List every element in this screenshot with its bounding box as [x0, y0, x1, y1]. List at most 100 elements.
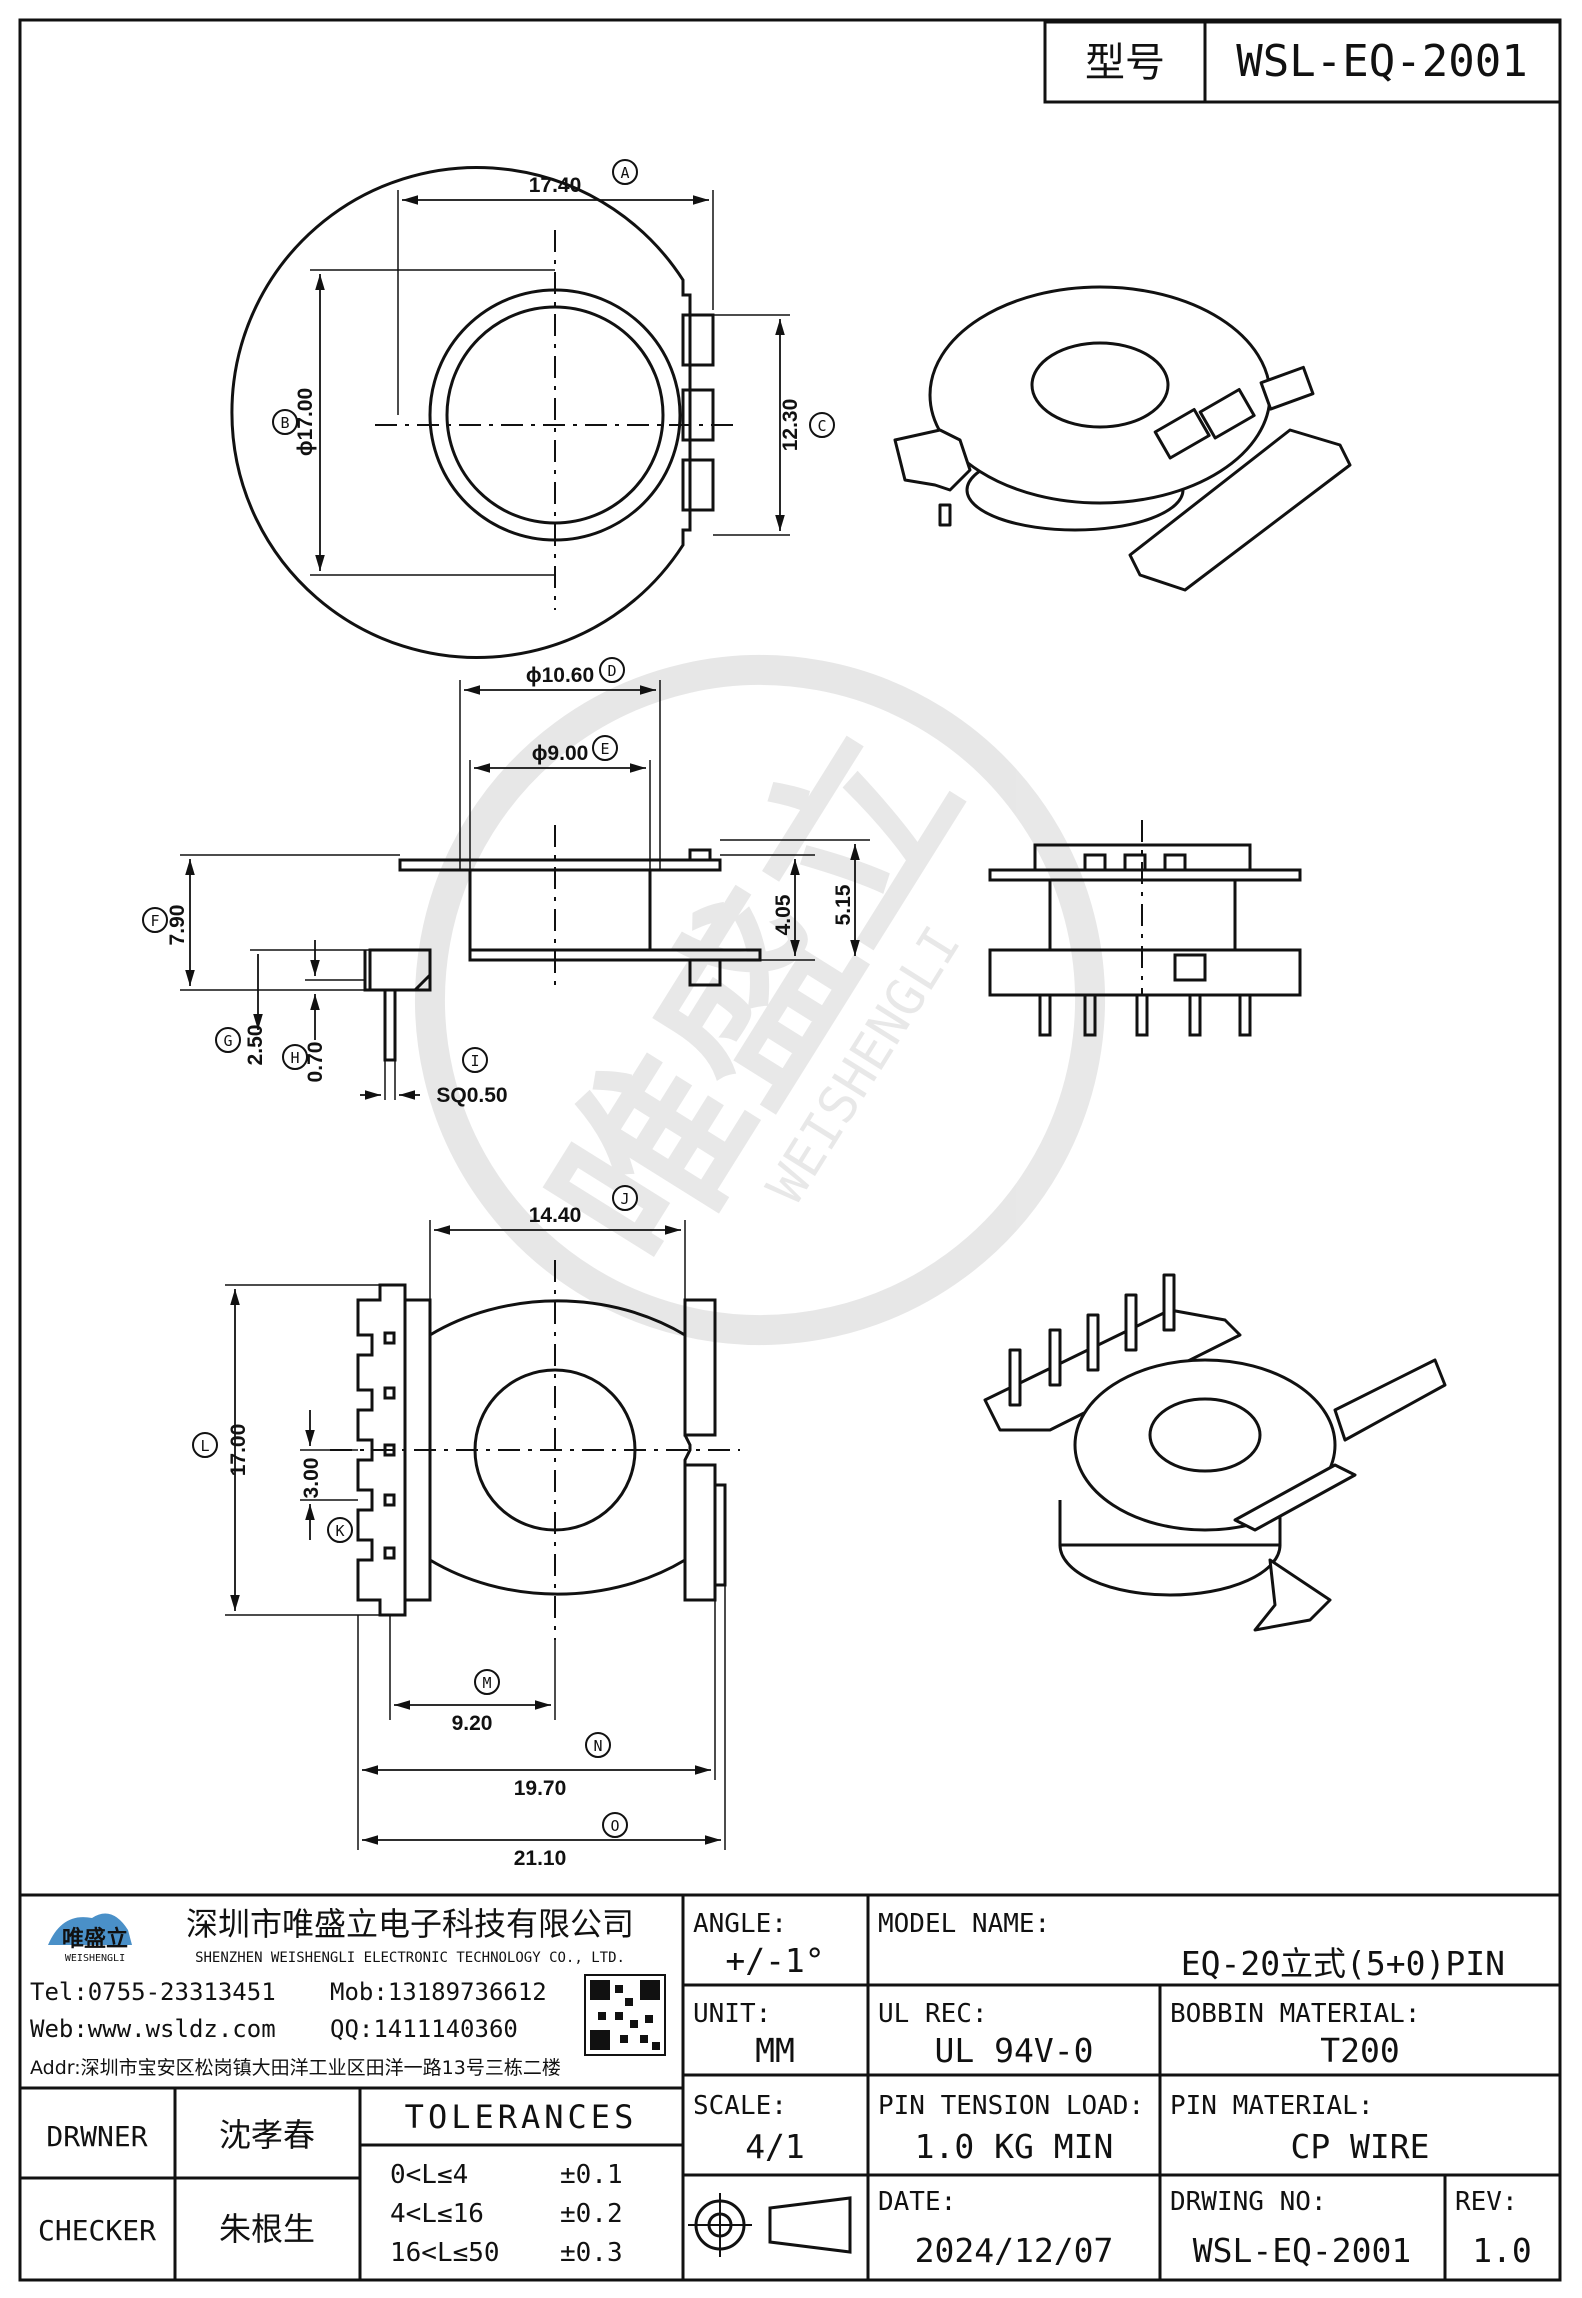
- title-block: 唯盛立 WEISHENGLI 深圳市唯盛立电子科技有限公司 SHENZHEN W…: [20, 1893, 1560, 2280]
- dim-N-value: 19.70: [514, 1777, 567, 1800]
- qr-code: [584, 1974, 666, 2056]
- marker-C: C: [809, 412, 835, 438]
- company-logo: 唯盛立 WEISHENGLI: [48, 1913, 132, 1964]
- drawer-name: 沈孝春: [219, 2116, 315, 2154]
- bottom-view: [225, 1220, 740, 1850]
- marker-J: J: [612, 1185, 638, 1211]
- checker-name: 朱根生: [219, 2210, 315, 2248]
- dim-K-value: 3.00: [300, 1458, 323, 1499]
- header-box: 型号 WSL-EQ-2001: [1043, 20, 1562, 104]
- dim-G-value: 2.50: [244, 1025, 267, 1066]
- logo-text: 唯盛立: [62, 1926, 128, 1952]
- company-qq: QQ:1411140360: [330, 2015, 518, 2043]
- marker-G-letter: G: [223, 1032, 232, 1050]
- company-tel: Tel:0755-23313451: [30, 1978, 276, 2006]
- dim-D-value: ϕ10.60: [526, 664, 594, 687]
- tolerance-range-1: 0<L≤4: [390, 2160, 468, 2190]
- dim-H-value: 0.70: [304, 1042, 327, 1083]
- unit-value: MM: [755, 2031, 795, 2070]
- pin-tension-value: 1.0 KG MIN: [915, 2127, 1114, 2166]
- dim-I-value: SQ0.50: [436, 1084, 507, 1107]
- marker-B: B: [272, 409, 298, 435]
- tolerance-range-2: 4<L≤16: [390, 2199, 484, 2229]
- tolerance-range-3: 16<L≤50: [390, 2238, 500, 2268]
- marker-L: L: [192, 1432, 218, 1458]
- pin-material-label: PIN MATERIAL:: [1170, 2091, 1374, 2121]
- tolerance-value-3: ±0.3: [560, 2238, 623, 2268]
- scale-label: SCALE:: [693, 2091, 787, 2121]
- company-name-cn: 深圳市唯盛立电子科技有限公司: [186, 1905, 634, 1943]
- marker-F-letter: F: [150, 912, 159, 930]
- marker-H: H: [282, 1044, 308, 1070]
- marker-O: O: [602, 1812, 628, 1838]
- model-label: MODEL NAME:: [878, 1909, 1050, 1939]
- sheet-border: [18, 18, 1562, 2282]
- company-web: Web:www.wsldz.com: [30, 2015, 276, 2043]
- watermark: 唯盛立 WEISHENGLI: [415, 655, 1105, 1345]
- side-view: [988, 820, 1302, 1037]
- ul-rec-label: UL REC:: [878, 1999, 988, 2029]
- tolerance-value-2: ±0.2: [560, 2199, 623, 2229]
- ul-rec-value: UL 94V-0: [935, 2031, 1094, 2070]
- rev-label: REV:: [1455, 2187, 1518, 2217]
- marker-I: I: [462, 1047, 488, 1073]
- checker-label: CHECKER: [38, 2214, 156, 2247]
- marker-D-letter: D: [607, 662, 616, 680]
- marker-A-letter: A: [620, 164, 629, 182]
- projection-symbol: [688, 2193, 852, 2257]
- drawing-no-label: DRWING NO:: [1170, 2187, 1327, 2217]
- dim-O-value: 21.10: [514, 1847, 567, 1870]
- pin-material-value: CP WIRE: [1290, 2127, 1429, 2166]
- scale-value: 4/1: [745, 2127, 805, 2166]
- marker-A: A: [612, 159, 638, 185]
- dim-E-value: ϕ9.00: [532, 742, 589, 765]
- pin-tension-label: PIN TENSION LOAD:: [878, 2091, 1144, 2121]
- unit-label: UNIT:: [693, 1999, 771, 2029]
- marker-E-letter: E: [600, 740, 609, 758]
- top-view: [230, 166, 790, 659]
- marker-L-letter: L: [200, 1437, 209, 1455]
- dim-J-value: 14.40: [529, 1204, 582, 1227]
- iso-view-bottom: [983, 1273, 1447, 1632]
- marker-C-letter: C: [817, 417, 826, 435]
- marker-H-letter: H: [290, 1049, 299, 1067]
- marker-N-letter: N: [593, 1737, 602, 1755]
- marker-B-letter: B: [280, 414, 289, 432]
- marker-M: M: [474, 1669, 500, 1695]
- dim-B-value: ϕ17.00: [294, 388, 317, 456]
- bobbin-material-value: T200: [1320, 2031, 1399, 2070]
- company-address: Addr:深圳市宝安区松岗镇大田洋工业区田洋一路13号三栋二楼: [30, 2057, 561, 2079]
- date-label: DATE:: [878, 2187, 956, 2217]
- header-type-label: 型号: [1085, 40, 1165, 86]
- marker-G: G: [215, 1027, 241, 1053]
- tolerances-title: TOLERANCES: [405, 2098, 638, 2136]
- model-value: EQ-20立式(5+0)PIN: [1181, 1944, 1505, 1983]
- marker-E: E: [592, 735, 618, 761]
- marker-O-letter: O: [610, 1817, 619, 1835]
- marker-N: N: [585, 1732, 611, 1758]
- drawer-label: DRWNER: [46, 2120, 147, 2153]
- date-value: 2024/12/07: [915, 2231, 1114, 2270]
- dim-C-value: 12.30: [779, 399, 802, 452]
- dim-F-value: 7.90: [166, 905, 189, 946]
- logo-sub: WEISHENGLI: [65, 1953, 125, 1964]
- tolerance-value-1: ±0.1: [560, 2160, 623, 2190]
- marker-J-letter: J: [620, 1190, 629, 1208]
- dim-515-value: 5.15: [832, 884, 855, 925]
- iso-view-top: [893, 285, 1352, 592]
- dim-M-value: 9.20: [452, 1712, 493, 1735]
- marker-K: K: [327, 1517, 353, 1543]
- marker-I-letter: I: [470, 1052, 479, 1070]
- company-name-en: SHENZHEN WEISHENGLI ELECTRONIC TECHNOLOG…: [195, 1950, 625, 1966]
- marker-D: D: [599, 657, 625, 683]
- angle-label: ANGLE:: [693, 1909, 787, 1939]
- front-view: [180, 680, 870, 1100]
- dim-A-value: 17.40: [529, 174, 582, 197]
- company-mob: Mob:13189736612: [330, 1978, 547, 2006]
- marker-M-letter: M: [482, 1674, 491, 1692]
- dim-L-value: 17.00: [227, 1424, 250, 1477]
- header-part-number: WSL-EQ-2001: [1236, 36, 1527, 87]
- dim-405-value: 4.05: [772, 894, 795, 935]
- drawing-no-value: WSL-EQ-2001: [1193, 2231, 1412, 2270]
